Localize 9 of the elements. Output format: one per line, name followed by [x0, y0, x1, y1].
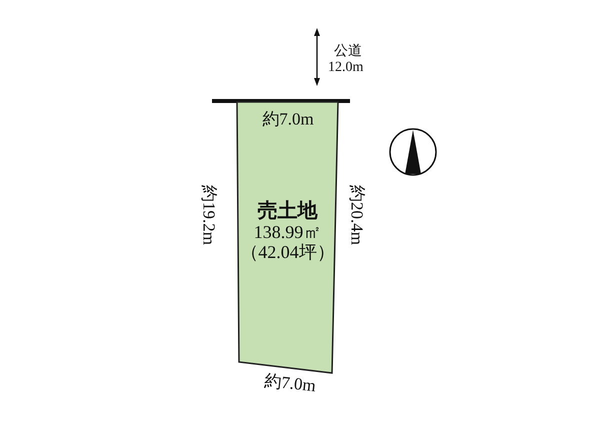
road-width-label: 12.0m — [328, 60, 364, 76]
plot-title: 売土地 — [258, 199, 318, 221]
road-label: 公道 — [334, 44, 362, 60]
plot-area-text: 138.99㎡ — [254, 223, 322, 243]
plot-area-text: （42.04坪） — [240, 243, 335, 263]
dimension-label: 約19.2m — [198, 185, 218, 245]
dimension-label: 約7.0m — [263, 372, 317, 396]
dimension-label: 約20.4m — [346, 185, 366, 245]
dimension-label: 約7.0m — [262, 110, 314, 130]
